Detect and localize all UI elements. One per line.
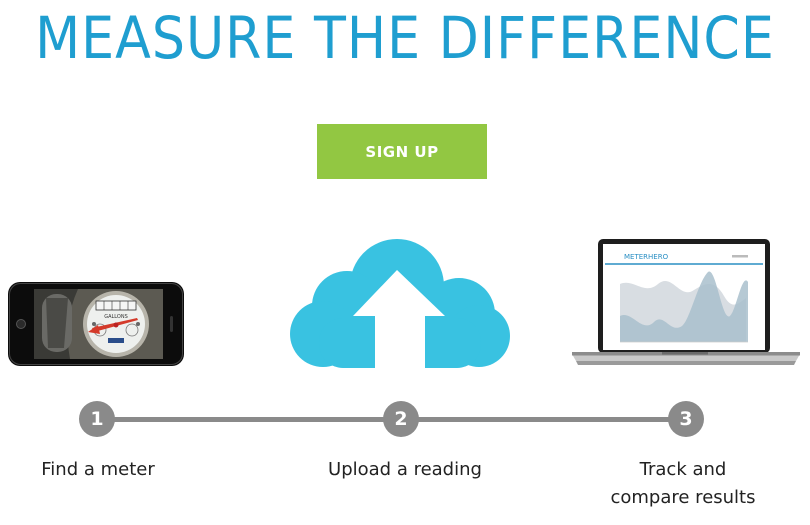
laptop-with-chart-icon: METERHERO [572,239,800,365]
step-2-label: Upload a reading [328,459,482,480]
step-3-label-line-1: Track and [639,459,727,480]
sign-up-button[interactable]: SIGN UP [317,124,487,179]
dashboard-brand: METERHERO [624,253,669,261]
cloud-upload-icon [290,239,510,368]
step-3-badge: 3 [668,401,704,437]
step-3-label: Track and compare results [598,456,768,512]
step-1-badge: 1 [79,401,115,437]
meter-brand: GALLONS [104,314,128,320]
step-3-label-line-2: compare results [610,487,756,508]
step-2-badge: 2 [383,401,419,437]
step-1-label: Find a meter [41,459,155,480]
page-title: MEASURE THE DIFFERENCE [35,4,775,72]
phone-with-water-meter-photo-icon: GALLONS [8,282,184,366]
